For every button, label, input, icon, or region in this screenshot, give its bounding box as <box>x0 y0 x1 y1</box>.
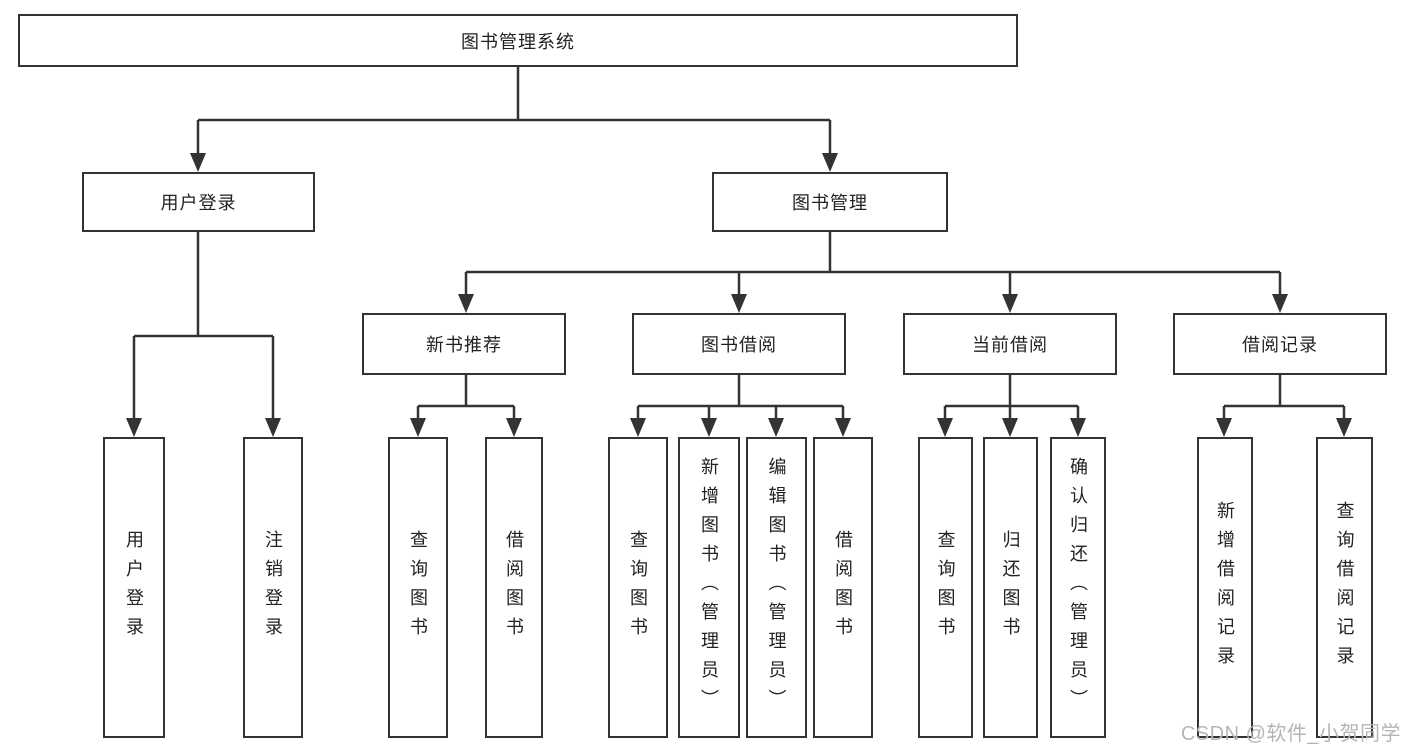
node-new-book-recommendation: 新书推荐 <box>362 313 566 375</box>
leaf-label: 新增图书（管理员） <box>699 457 719 718</box>
leaf-label: 查询图书 <box>408 529 428 646</box>
node-book-borrowing: 图书借阅 <box>632 313 846 375</box>
node-borrowing-records-label: 借阅记录 <box>1242 335 1318 355</box>
leaf-label: 新增借阅记录 <box>1215 500 1235 675</box>
leaf-add-books-admin: 新增图书（管理员） <box>678 437 740 738</box>
leaf-label: 注销登录 <box>263 529 283 646</box>
leaf-label: 确认归还（管理员） <box>1068 457 1088 718</box>
leaf-label: 查询图书 <box>628 529 648 646</box>
leaf-query-books-current: 查询图书 <box>918 437 973 738</box>
leaf-query-books-recommend: 查询图书 <box>388 437 448 738</box>
leaf-label: 查询图书 <box>935 529 956 646</box>
leaf-logout: 注销登录 <box>243 437 303 738</box>
leaf-add-borrow-record: 新增借阅记录 <box>1197 437 1253 738</box>
node-book-borrowing-label: 图书借阅 <box>701 335 777 355</box>
csdn-watermark: CSDN @软件_小贺同学 <box>1180 723 1401 745</box>
leaf-query-borrow-record: 查询借阅记录 <box>1316 437 1373 738</box>
node-book-management-label: 图书管理 <box>792 193 868 213</box>
node-new-book-recommendation-label: 新书推荐 <box>426 335 502 355</box>
leaf-label: 查询借阅记录 <box>1334 500 1355 675</box>
leaf-borrow-books-borrowing: 借阅图书 <box>813 437 873 738</box>
node-borrowing-records: 借阅记录 <box>1173 313 1387 375</box>
node-book-management: 图书管理 <box>712 172 948 232</box>
node-current-borrowing: 当前借阅 <box>903 313 1117 375</box>
leaf-query-books-borrowing: 查询图书 <box>608 437 668 738</box>
leaf-label: 借阅图书 <box>504 529 524 646</box>
leaf-edit-books-admin: 编辑图书（管理员） <box>746 437 807 738</box>
leaf-label: 归还图书 <box>1000 529 1021 646</box>
leaf-label: 用户登录 <box>124 529 144 646</box>
leaf-return-books: 归还图书 <box>983 437 1038 738</box>
leaf-confirm-return-admin: 确认归还（管理员） <box>1050 437 1106 738</box>
node-root-label: 图书管理系统 <box>461 31 575 52</box>
leaf-user-login: 用户登录 <box>103 437 165 738</box>
node-root-system: 图书管理系统 <box>18 14 1018 67</box>
node-current-borrowing-label: 当前借阅 <box>972 335 1048 355</box>
node-user-login-label: 用户登录 <box>160 193 237 213</box>
leaf-label: 编辑图书（管理员） <box>766 457 787 718</box>
node-user-login: 用户登录 <box>82 172 315 232</box>
leaf-borrow-books-recommend: 借阅图书 <box>485 437 543 738</box>
leaf-label: 借阅图书 <box>833 529 853 646</box>
